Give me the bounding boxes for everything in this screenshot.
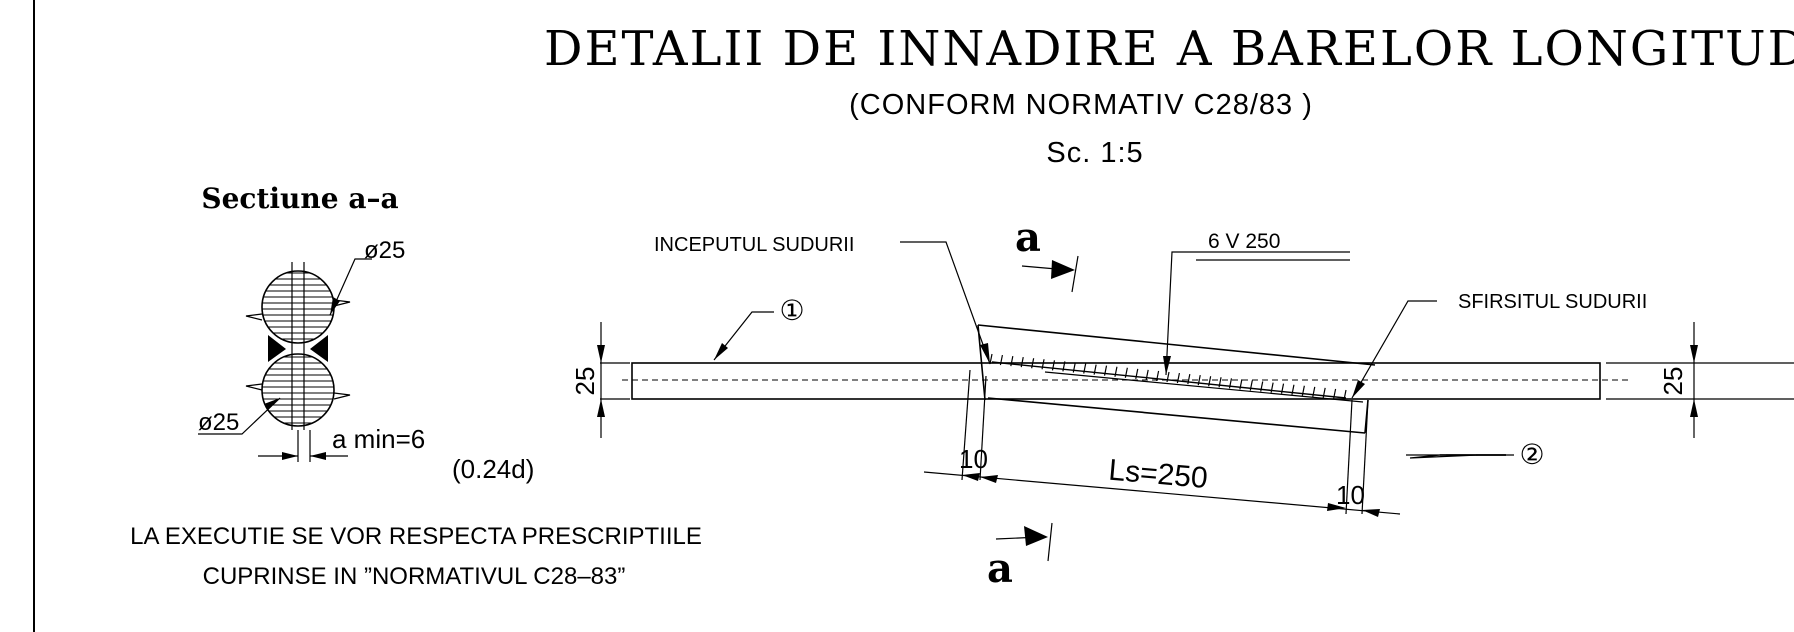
weld-tick: [1208, 376, 1212, 387]
gap-dimension: a min=6 (0.24d): [258, 424, 534, 484]
offset-left-label: 10: [959, 444, 988, 474]
weld-tick: [1260, 381, 1264, 392]
height-left-label: 25: [570, 367, 600, 396]
weld-tick: [1051, 360, 1056, 371]
weld-tick: [1239, 379, 1243, 390]
weld-tick: [1145, 369, 1149, 381]
section-weld-right: [310, 335, 328, 362]
weld-tick: [1270, 382, 1274, 393]
leader-bar-1: [713, 311, 774, 361]
weld-tick: [1083, 363, 1087, 374]
weld-tick: [1280, 383, 1285, 394]
drawing-title: DETALII DE INNADIRE A BARELOR LONGITUDIN: [544, 21, 1794, 77]
weld-tick: [1135, 368, 1139, 379]
weld-tick: [1155, 370, 1160, 382]
weld-tick: [999, 354, 1004, 366]
note-line-1: LA EXECUTIE SE VOR RESPECTA PRESCRIPTIIL…: [130, 523, 702, 550]
weld-tick: [1010, 355, 1014, 367]
weld-tick: [1020, 357, 1024, 368]
weld-tick: [1176, 372, 1181, 384]
weld-tick: [1187, 373, 1191, 385]
bar-2: [977, 324, 1376, 434]
leader-bar-top: [329, 258, 372, 316]
weld-end-leader: [1351, 300, 1437, 399]
section-mark-top-label: a: [1015, 214, 1041, 261]
gap-formula-label: (0.24d): [452, 454, 534, 484]
section-mark-bottom-label: a: [987, 545, 1013, 592]
gap-min-label: a min=6: [332, 424, 425, 454]
drawing-subtitle: (CONFORM NORMATIV C28/83 ): [849, 89, 1313, 121]
weld-tick: [1114, 366, 1118, 377]
section-mark-top: a: [1015, 214, 1079, 293]
lap-length-dim-line: [923, 471, 1401, 515]
weld-tick: [1093, 364, 1097, 375]
section-weld-left: [268, 335, 286, 362]
weld-start-label: INCEPUTUL SUDURII: [654, 234, 854, 256]
leader-bar-bottom: [198, 397, 281, 435]
weld-tick: [1166, 371, 1170, 383]
section-mark-bottom: a: [987, 522, 1053, 592]
weld-tick: [1103, 365, 1108, 376]
weld-end-label: SFIRSITUL SUDURII: [1458, 291, 1647, 313]
weld-tick: [1197, 375, 1201, 386]
weld-tick: [1228, 378, 1233, 389]
bar-bottom-diameter: ø25: [198, 409, 239, 436]
section-bar-top: [245, 270, 351, 344]
bar-top-diameter: ø25: [364, 237, 405, 264]
drawing-scale: Sc. 1:5: [1046, 137, 1143, 169]
lap-length-label: Ls=250: [1107, 454, 1209, 496]
weld-tick: [1312, 386, 1316, 397]
weld-start-leader: [900, 241, 991, 365]
weld-tick: [1072, 362, 1076, 373]
height-dim-right: 25: [1658, 322, 1698, 438]
bar-1-marker: ①: [779, 295, 804, 326]
bar-1: [631, 362, 1601, 400]
section-bar-bottom: [245, 353, 351, 427]
height-dim-left: 25: [570, 322, 630, 438]
weld-tick: [1322, 387, 1326, 399]
lap-weld-elevation: Ls=250 10 10 25 25 ① ②: [570, 214, 1794, 592]
weld-tick: [1249, 380, 1253, 391]
weld-tick: [1291, 384, 1295, 395]
section-heading: Sectiune a–a: [201, 182, 398, 215]
offset-right-label: 10: [1336, 480, 1365, 510]
weld-bead: [989, 353, 1347, 401]
weld-tick: [1301, 385, 1305, 396]
weld-tick: [1062, 361, 1066, 372]
weld-tick: [1332, 388, 1337, 400]
weld-tick: [1031, 358, 1035, 369]
weld-tick: [1218, 377, 1222, 388]
weld-tick: [1041, 359, 1045, 370]
note-line-2: CUPRINSE IN ”NORMATIVUL C28–83”: [203, 563, 626, 590]
weld-tick: [989, 353, 993, 365]
weld-symbol-label: 6 V 250: [1208, 230, 1280, 253]
bar-2-marker: ②: [1519, 439, 1544, 470]
section-a-a: Sectiune a–a ø25 ø25: [198, 182, 534, 484]
weld-symbol-leader: [1165, 251, 1196, 376]
weld-tick: [1124, 367, 1128, 378]
weld-tick: [1343, 389, 1347, 401]
height-right-label: 25: [1658, 367, 1688, 396]
